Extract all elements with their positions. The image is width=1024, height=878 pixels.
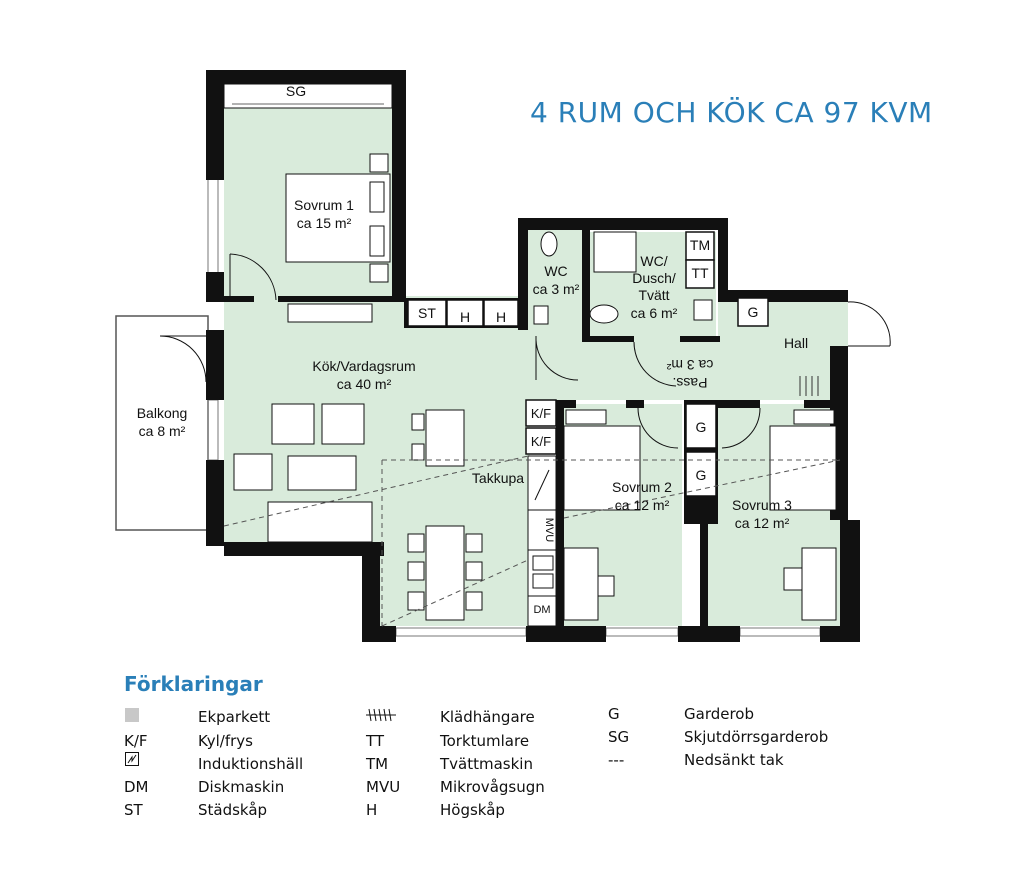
legend-code-mvu: MVU bbox=[366, 778, 401, 796]
legend-code-tm: TM bbox=[366, 755, 389, 773]
clothes-rail-icon bbox=[366, 708, 396, 726]
label-kok: Kök/Vardagsrum bbox=[312, 358, 415, 374]
legend-tvattmaskin: Tvättmaskin bbox=[440, 755, 533, 773]
label-wcdusch-1: WC/ bbox=[640, 253, 667, 269]
legend-kladhangare: Klädhängare bbox=[440, 708, 535, 726]
label-sovrum-1: Sovrum 1 bbox=[294, 197, 354, 213]
area-balkong: ca 8 m² bbox=[139, 423, 186, 439]
legend-code-tt: TT bbox=[366, 732, 385, 750]
legend-induktion: Induktionshäll bbox=[198, 755, 304, 773]
label-g-2: G bbox=[696, 467, 707, 483]
area-kok: ca 40 m² bbox=[337, 376, 392, 392]
legend-torktumlare: Torktumlare bbox=[440, 732, 530, 750]
label-sovrum-2: Sovrum 2 bbox=[612, 479, 672, 495]
desk-sovrum-2 bbox=[563, 547, 599, 621]
area-pass: ca 3 m² bbox=[666, 357, 713, 373]
doors bbox=[159, 253, 891, 449]
floor-plan: SG Sovrum 1 ca 15 m² Kök/Vardagsrum ca 4… bbox=[115, 70, 891, 642]
label-mvu: MVU bbox=[543, 518, 555, 543]
legend-code-st: ST bbox=[124, 801, 143, 819]
legend-nedsankt-tak: Nedsänkt tak bbox=[684, 751, 784, 769]
bed-sovrum-3 bbox=[769, 425, 837, 511]
legend-code-dm: DM bbox=[124, 778, 149, 796]
living-furniture bbox=[233, 303, 483, 621]
cabinets bbox=[407, 231, 769, 497]
label-sovrum-3: Sovrum 3 bbox=[732, 497, 792, 513]
legend-code-kf: K/F bbox=[124, 732, 148, 750]
legend-kylfrys: Kyl/frys bbox=[198, 732, 253, 750]
desk-sovrum-3 bbox=[801, 547, 837, 621]
label-hall: Hall bbox=[784, 335, 808, 351]
area-sovrum-1: ca 15 m² bbox=[297, 215, 352, 231]
suspended-ceiling bbox=[223, 455, 841, 627]
legend-ekparkett: Ekparkett bbox=[198, 708, 271, 726]
label-kf-2: K/F bbox=[531, 434, 551, 449]
floor-area bbox=[224, 108, 848, 626]
label-tt: TT bbox=[691, 265, 709, 281]
legend-garderob: Garderob bbox=[684, 705, 755, 723]
kitchen-counter bbox=[527, 455, 557, 627]
label-tm: TM bbox=[690, 237, 710, 253]
legend-code-sg: SG bbox=[608, 728, 630, 746]
legend-code-g: G bbox=[608, 705, 620, 723]
parquet-swatch bbox=[125, 708, 139, 722]
label-kf-1: K/F bbox=[531, 406, 551, 421]
label-takkupa: Takkupa bbox=[472, 470, 524, 486]
legend-mikrovagsugn: Mikrovågsugn bbox=[440, 778, 545, 796]
label-g-1: G bbox=[696, 419, 707, 435]
bed-sovrum-2 bbox=[563, 425, 641, 511]
label-h-1: H bbox=[460, 309, 470, 325]
label-dm: DM bbox=[533, 604, 550, 616]
label-h-2: H bbox=[496, 309, 506, 325]
induction-icon bbox=[125, 752, 139, 770]
area-wc: ca 3 m² bbox=[533, 281, 580, 297]
label-sg: SG bbox=[286, 83, 306, 99]
page-title: 4 RUM OCH KÖK CA 97 KVM bbox=[530, 96, 933, 129]
label-wcdusch-2: Dusch/ bbox=[632, 270, 676, 286]
area-sovrum-3: ca 12 m² bbox=[735, 515, 790, 531]
area-wcdusch: ca 6 m² bbox=[631, 305, 678, 321]
legend-stadskap: Städskåp bbox=[198, 801, 268, 819]
legend-diskmaskin: Diskmaskin bbox=[198, 778, 285, 796]
bed-sovrum-1 bbox=[285, 153, 391, 283]
label-pass: Pass. bbox=[672, 375, 707, 391]
legend-title: Förklaringar bbox=[124, 672, 263, 696]
label-g-hall: G bbox=[748, 304, 759, 320]
clothes-rail bbox=[799, 376, 819, 396]
label-wc: WC bbox=[544, 263, 567, 279]
label-wcdusch-3: Tvätt bbox=[638, 287, 669, 303]
legend-hogskap: Högskåp bbox=[440, 801, 505, 819]
legend-skjutdorrsgarderob: Skjutdörrsgarderob bbox=[684, 728, 829, 746]
area-sovrum-2: ca 12 m² bbox=[615, 497, 670, 513]
bathroom-fixtures bbox=[533, 231, 713, 325]
legend-code-dashes: --- bbox=[608, 751, 625, 769]
legend-code-h: H bbox=[366, 801, 378, 819]
label-st: ST bbox=[418, 305, 436, 321]
label-balkong: Balkong bbox=[137, 405, 188, 421]
